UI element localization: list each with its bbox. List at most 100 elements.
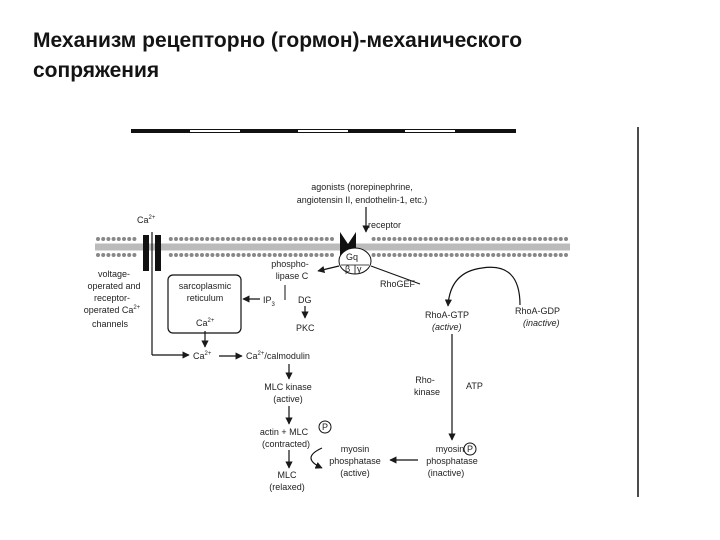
- lipid-head: [236, 237, 241, 241]
- lipid-head: [324, 237, 329, 241]
- lipid-head: [106, 237, 111, 241]
- lipid-head: [319, 237, 324, 241]
- lipid-head: [470, 237, 475, 241]
- lipid-head: [548, 253, 553, 257]
- lipid-head: [262, 253, 267, 257]
- lipid-head: [501, 253, 506, 257]
- channels-label: voltage- operated and receptor- operated…: [84, 269, 141, 329]
- lipid-head: [215, 237, 220, 241]
- lipid-head: [179, 237, 184, 241]
- lipid-head: [496, 237, 501, 241]
- lipid-head: [252, 253, 256, 257]
- lipid-head: [564, 253, 568, 257]
- lipid-head: [538, 237, 542, 241]
- lipid-head: [246, 237, 251, 241]
- lipid-head: [231, 253, 236, 257]
- lipid-head: [262, 237, 267, 241]
- lipid-head: [418, 253, 423, 257]
- lipid-head: [408, 253, 412, 257]
- lipid-head: [179, 253, 184, 257]
- ca-calmodulin-label: Ca2+/calmodulin: [246, 351, 310, 361]
- lipid-head: [215, 253, 220, 257]
- lipid-head: [236, 253, 241, 257]
- lipid-head: [288, 253, 293, 257]
- lipid-head: [522, 237, 527, 241]
- lipid-head: [402, 253, 407, 257]
- channels-line-4: operated Ca2+: [84, 305, 141, 315]
- lipid-head: [220, 253, 225, 257]
- lipid-head: [252, 237, 256, 241]
- lipid-head: [111, 237, 116, 241]
- lipid-head: [413, 237, 418, 241]
- lipid-head: [116, 253, 121, 257]
- lipid-head: [174, 253, 178, 257]
- lipid-head: [257, 237, 262, 241]
- phospho-circle-inactive: [463, 442, 477, 456]
- lipid-head: [96, 237, 100, 241]
- lipid-head: [480, 253, 485, 257]
- sr-line-1: sarcoplasmic: [179, 281, 232, 291]
- lipid-head: [205, 237, 210, 241]
- lipid-head: [465, 237, 470, 241]
- lipid-head: [470, 253, 475, 257]
- rhoa-gdp-label: RhoA-GDP: [515, 306, 560, 316]
- lipid-head: [382, 237, 386, 241]
- lipid-head: [314, 253, 319, 257]
- lipid-head: [122, 237, 126, 241]
- plc-line-2: lipase C: [276, 271, 309, 281]
- rhogef-label: RhoGEF: [380, 279, 416, 289]
- actin-mlc-line-2: (contracted): [262, 439, 310, 449]
- lipid-head: [272, 253, 277, 257]
- lipid-head: [397, 253, 402, 257]
- lipid-head: [553, 237, 558, 241]
- lipid-head: [168, 253, 173, 257]
- lipid-head: [543, 237, 548, 241]
- lipid-head: [319, 253, 324, 257]
- lipid-head: [96, 253, 100, 257]
- lipid-head: [278, 237, 282, 241]
- lipid-head: [460, 253, 464, 257]
- ca-outside-label: Ca2+: [137, 215, 156, 225]
- lipid-head: [304, 237, 308, 241]
- lipid-head: [506, 253, 511, 257]
- mlcp-active-line-3: (active): [340, 468, 370, 478]
- lipid-head: [382, 253, 386, 257]
- lipid-head: [512, 253, 516, 257]
- channels-line-2: operated and: [87, 281, 140, 291]
- lipid-head: [548, 237, 553, 241]
- lipid-head: [532, 237, 537, 241]
- lipid-head: [122, 253, 126, 257]
- lipid-head: [439, 237, 444, 241]
- lipid-head: [397, 237, 402, 241]
- lipid-head: [376, 253, 381, 257]
- lipid-head: [486, 253, 490, 257]
- lipid-head: [132, 237, 137, 241]
- lipid-head: [257, 253, 262, 257]
- lipid-head: [226, 237, 230, 241]
- slide-title-line-1: Механизм рецепторно (гормон)-механическо…: [33, 29, 523, 52]
- mlc-relaxed-line-2: (relaxed): [269, 482, 305, 492]
- mlcp-inactive-line-3: (inactive): [428, 468, 465, 478]
- agonists-line-1: agonists (norepinephrine,: [311, 182, 413, 192]
- lipid-head: [288, 237, 293, 241]
- lipid-head: [101, 237, 106, 241]
- rho-kinase-line-1: Rho-: [415, 375, 435, 385]
- lipid-head: [267, 237, 272, 241]
- lipid-head: [200, 237, 204, 241]
- rho-cycle-arc: [444, 266, 521, 307]
- rhoa-gdp-state: (inactive): [523, 318, 560, 328]
- lipid-head: [538, 253, 542, 257]
- lipid-head: [517, 237, 522, 241]
- lipid-head: [272, 237, 277, 241]
- mlcp-inactive-line-1: myosin: [436, 444, 465, 454]
- sr-line-2: reticulum: [187, 293, 224, 303]
- lipid-head: [371, 253, 376, 257]
- lipid-head: [465, 253, 470, 257]
- lipid-head: [486, 237, 490, 241]
- lipid-head: [241, 237, 246, 241]
- lipid-head: [309, 237, 314, 241]
- mlcp-active-line-2: phosphatase: [329, 456, 381, 466]
- lipid-head: [392, 253, 397, 257]
- lipid-head: [246, 253, 251, 257]
- g-gamma-label: γ: [357, 264, 362, 274]
